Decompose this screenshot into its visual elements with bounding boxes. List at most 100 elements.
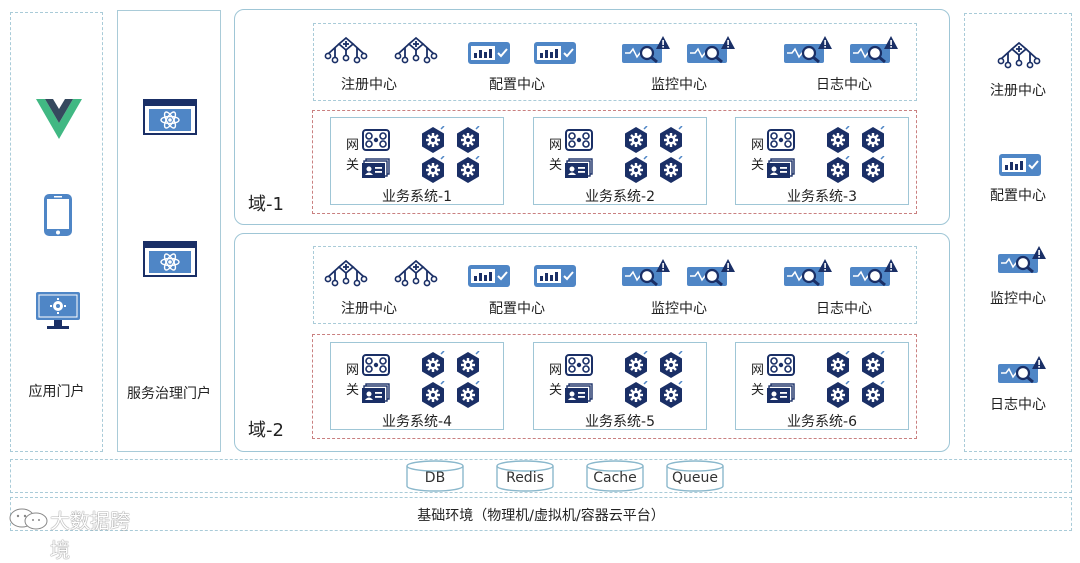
storage-row: DB Redis Cache Queue [10, 459, 1072, 493]
monitor-alert-icon [686, 35, 736, 65]
network-node-icon [324, 259, 368, 287]
business-system-box: 网 关 业务系统-4 [330, 342, 504, 430]
storage-label: Redis [506, 470, 544, 486]
storage-label: Cache [593, 470, 637, 486]
gear-hexagon-icon [454, 156, 482, 184]
db-cylinder: DB [406, 460, 464, 492]
database-cylinder-icon [666, 460, 724, 492]
gateway-label: 关 [346, 383, 360, 398]
centers-row: 注册中心 配置中心 监控中心 日志中心 [313, 23, 917, 101]
gear-hexagon-icon [454, 381, 482, 409]
gear-hexagon-icon [824, 156, 852, 184]
gateway-icon [766, 128, 796, 152]
gear-hexagon-icon [419, 381, 447, 409]
gear-hexagon-icon [454, 351, 482, 379]
gateway-icon [361, 383, 391, 405]
business-system-box: 网 关 业务系统-5 [533, 342, 707, 430]
app-portal-label: 应用门户 [28, 384, 85, 400]
database-cylinder-icon [496, 460, 554, 492]
gear-hexagon-icon [657, 381, 685, 409]
domain-label: 域-1 [248, 194, 284, 215]
right-center-label: 日志中心 [990, 397, 1046, 413]
business-system-box: 网 关 业务系统-3 [735, 117, 909, 205]
gear-hexagon-icon [824, 381, 852, 409]
systems-row: 网 关 业务系统-1 网 关 业务系统-2 网 关 [312, 110, 917, 214]
gateway-label: 网 [549, 138, 563, 153]
gear-hexagon-icon [622, 381, 650, 409]
gateway-label: 关 [751, 383, 765, 398]
domain-2: 注册中心 配置中心 监控中心 日志中心 网 关 业务系统-4 网 关 业务系统-… [234, 233, 950, 452]
watermark: 大数据跨境 [8, 505, 148, 562]
business-system-box: 网 关 业务系统-1 [330, 117, 504, 205]
gear-hexagon-icon [419, 156, 447, 184]
cache-cylinder: Cache [586, 460, 644, 492]
gateway-icon [361, 128, 391, 152]
centers-row: 注册中心 配置中心 监控中心 日志中心 [313, 246, 917, 324]
system-label: 业务系统-2 [585, 189, 655, 205]
system-label: 业务系统-3 [787, 189, 857, 205]
system-label: 业务系统-5 [585, 414, 655, 430]
vue-logo-icon [36, 99, 82, 139]
service-portal-label: 服务治理门户 [127, 386, 211, 402]
monitor-alert-icon [621, 35, 671, 65]
desktop-monitor-icon [36, 292, 80, 329]
gateway-icon [361, 353, 391, 377]
gateway-label: 关 [346, 158, 360, 173]
center-label: 日志中心 [816, 77, 872, 93]
center-label: 配置中心 [489, 301, 545, 317]
right-center-label: 配置中心 [990, 188, 1046, 204]
right-center-label: 注册中心 [990, 83, 1046, 99]
monitor-alert-icon [686, 258, 736, 288]
database-cylinder-icon [586, 460, 644, 492]
gateway-label: 关 [751, 158, 765, 173]
infrastructure-label: 基础环境（物理机/虚拟机/容器云平台） [417, 508, 665, 524]
config-panel-icon [467, 41, 511, 65]
center-label: 监控中心 [651, 301, 707, 317]
systems-row: 网 关 业务系统-4 网 关 业务系统-5 网 关 [312, 334, 917, 439]
business-system-box: 网 关 业务系统-2 [533, 117, 707, 205]
network-node-icon [324, 36, 368, 64]
gateway-icon [361, 158, 391, 180]
infrastructure-row: 基础环境（物理机/虚拟机/容器云平台） [10, 497, 1072, 531]
gateway-icon [564, 353, 594, 377]
gear-hexagon-icon [657, 351, 685, 379]
gateway-icon [564, 383, 594, 405]
watermark-text: 大数据跨境 [50, 509, 130, 562]
gateway-icon [766, 353, 796, 377]
gear-hexagon-icon [622, 126, 650, 154]
gateway-icon [766, 158, 796, 180]
center-label: 日志中心 [816, 301, 872, 317]
mobile-phone-icon [44, 194, 72, 236]
gateway-icon [766, 383, 796, 405]
gateway-label: 关 [549, 158, 563, 173]
domain-1: 注册中心 配置中心 监控中心 日志中心 网 关 业务系统-1 网 关 业务系统-… [234, 9, 950, 225]
config-panel-icon [998, 153, 1042, 177]
gear-hexagon-icon [657, 126, 685, 154]
gear-hexagon-icon [622, 156, 650, 184]
log-alert-icon [783, 258, 833, 288]
network-node-icon [997, 41, 1041, 69]
right-center-label: 监控中心 [990, 291, 1046, 307]
config-panel-icon [467, 264, 511, 288]
storage-label: DB [424, 470, 446, 486]
gateway-label: 网 [549, 363, 563, 378]
gateway-label: 网 [751, 138, 765, 153]
browser-atom-icon [143, 241, 197, 277]
gear-hexagon-icon [859, 381, 887, 409]
gear-hexagon-icon [622, 351, 650, 379]
log-alert-icon [849, 258, 899, 288]
center-label: 配置中心 [489, 77, 545, 93]
gear-hexagon-icon [824, 126, 852, 154]
gear-hexagon-icon [419, 351, 447, 379]
network-node-icon [394, 259, 438, 287]
gear-hexagon-icon [419, 126, 447, 154]
monitor-alert-icon [997, 245, 1047, 275]
wechat-logo-icon [9, 508, 48, 530]
gateway-label: 网 [346, 363, 360, 378]
gear-hexagon-icon [454, 126, 482, 154]
queue-cylinder: Queue [666, 460, 724, 492]
gear-hexagon-icon [824, 351, 852, 379]
browser-atom-icon [143, 99, 197, 135]
service-portal-panel: 服务治理门户 [117, 10, 221, 452]
center-label: 监控中心 [651, 77, 707, 93]
